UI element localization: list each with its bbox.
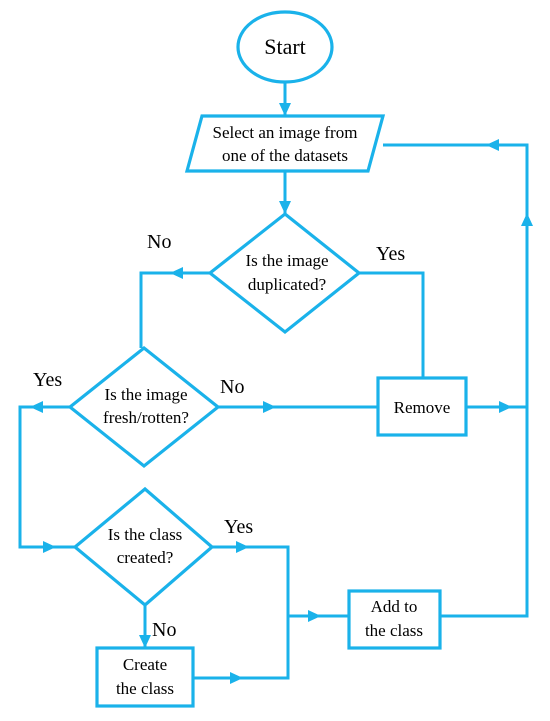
duplicated-label-line2: duplicated? xyxy=(248,275,326,294)
add-to-class-box xyxy=(347,589,442,650)
edge-remove-to-select xyxy=(383,143,529,409)
arrowhead xyxy=(279,201,291,214)
fresh-no-label: No xyxy=(220,376,244,398)
duplicated-no-label: No xyxy=(147,231,171,253)
fresh-label-line1: Is the image xyxy=(104,385,187,404)
select-image-label-line1: Select an image from xyxy=(213,123,358,142)
arrowhead xyxy=(139,635,151,648)
edge-duplicated-yes xyxy=(359,271,425,378)
edge-class-yes xyxy=(212,545,290,616)
edge-labels: No Yes Yes No Yes No xyxy=(33,231,405,641)
add-to-class-label-line1: Add to xyxy=(371,597,418,616)
arrowheads xyxy=(30,103,533,684)
arrowhead xyxy=(170,267,183,279)
edge-add-to-select xyxy=(440,407,529,618)
node-create-class: Create the class xyxy=(95,646,195,708)
edge-duplicated-no xyxy=(139,271,210,348)
arrowhead xyxy=(308,610,321,622)
node-start: Start xyxy=(236,10,334,84)
arrowhead xyxy=(521,213,533,226)
node-remove: Remove xyxy=(376,376,468,437)
create-class-label-line1: Create xyxy=(123,655,167,674)
class-created-label-line2: created? xyxy=(117,548,174,567)
node-class-created-decision: Is the class created? xyxy=(72,486,215,608)
arrowhead xyxy=(236,541,249,553)
arrowhead xyxy=(43,541,56,553)
class-yes-label: Yes xyxy=(224,516,253,538)
node-select-image: Select an image from one of the datasets xyxy=(184,114,386,173)
edge-fresh-yes xyxy=(18,405,75,549)
connectors xyxy=(18,82,529,680)
remove-label: Remove xyxy=(394,398,451,417)
class-created-diamond xyxy=(72,486,215,608)
arrowhead xyxy=(230,672,243,684)
node-fresh-decision: Is the image fresh/rotten? xyxy=(67,345,221,469)
fresh-label-line2: fresh/rotten? xyxy=(103,408,189,427)
arrowhead xyxy=(499,401,512,413)
duplicated-yes-label: Yes xyxy=(376,243,405,265)
class-created-label-line1: Is the class xyxy=(108,525,183,544)
arrowhead xyxy=(486,139,499,151)
fresh-yes-label: Yes xyxy=(33,369,62,391)
node-add-to-class: Add to the class xyxy=(347,589,442,650)
arrowhead xyxy=(279,103,291,116)
select-image-parallelogram xyxy=(184,114,386,173)
duplicated-diamond xyxy=(207,211,362,335)
fresh-diamond xyxy=(67,345,221,469)
start-terminal xyxy=(236,10,334,84)
node-duplicated-decision: Is the image duplicated? xyxy=(207,211,362,335)
arrowhead xyxy=(263,401,276,413)
select-image-label-line2: one of the datasets xyxy=(222,146,348,165)
arrowhead xyxy=(30,401,43,413)
class-no-label: No xyxy=(152,619,176,641)
duplicated-label-line1: Is the image xyxy=(245,251,328,270)
create-class-label-line2: the class xyxy=(116,679,174,698)
add-to-class-label-line2: the class xyxy=(365,621,423,640)
create-class-box xyxy=(95,646,195,708)
start-label: Start xyxy=(264,34,306,59)
edge-create-merge xyxy=(193,616,290,680)
remove-box xyxy=(376,376,468,437)
